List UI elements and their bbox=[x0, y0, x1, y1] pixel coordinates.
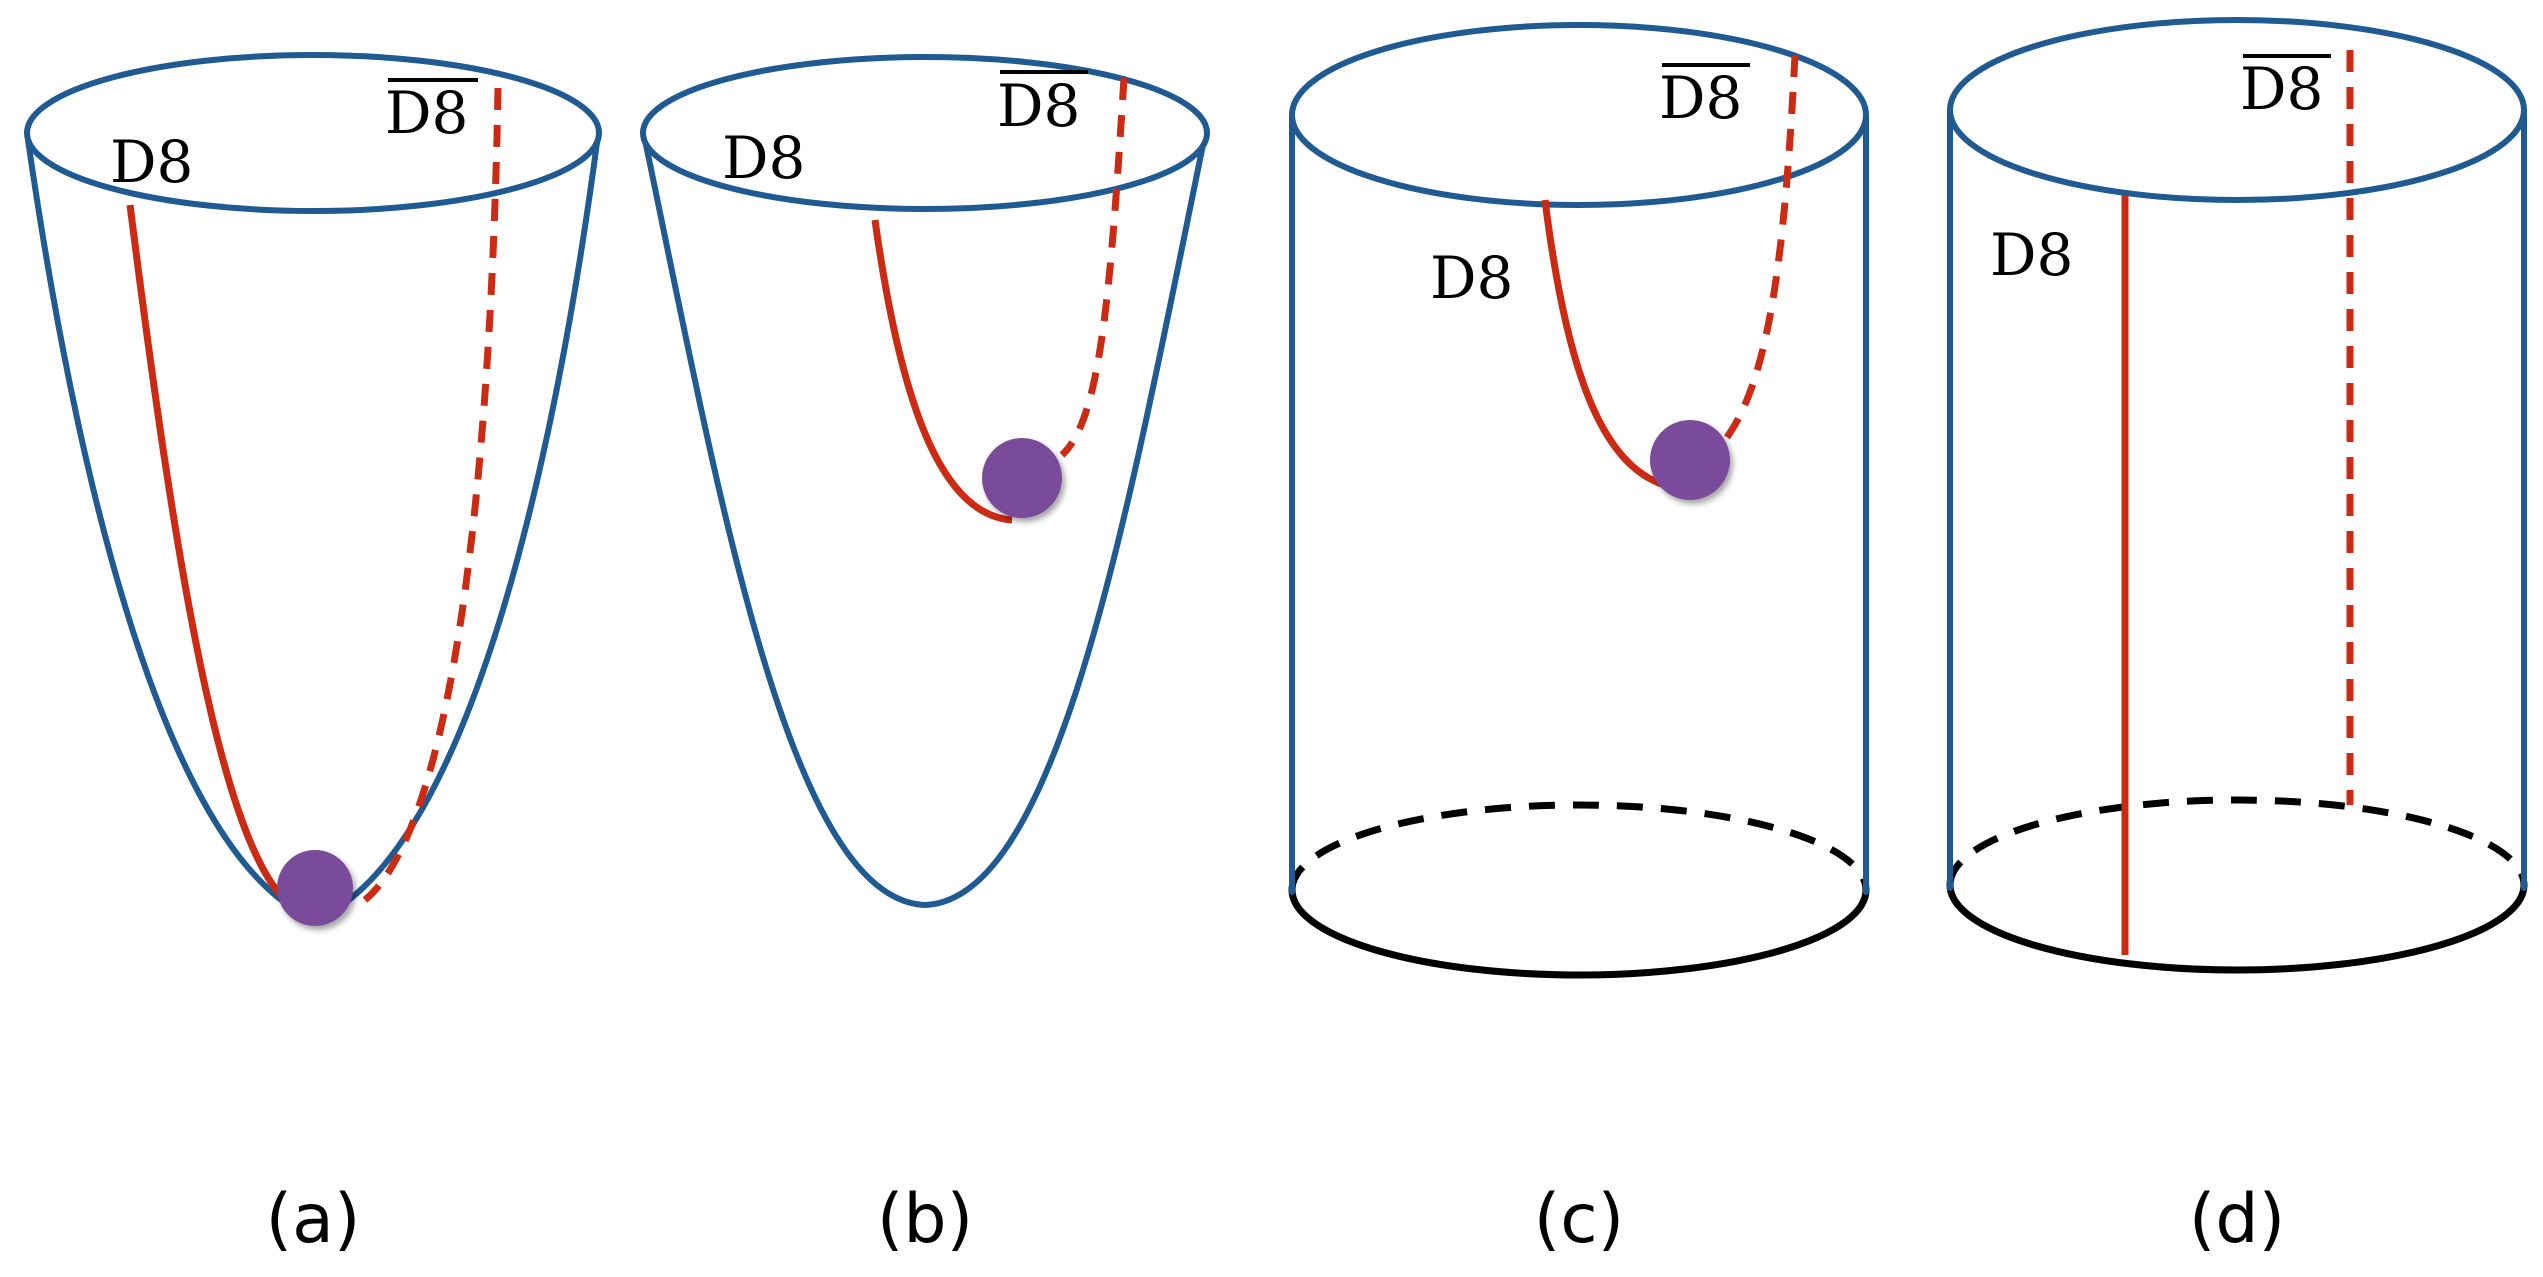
panel-c-d8-label: D8 bbox=[1430, 244, 1513, 312]
panel-b-caption: (b) bbox=[877, 1180, 973, 1259]
panel-b-anti-d8-label: D8 bbox=[997, 70, 1088, 140]
panel-d-base-front bbox=[1946, 884, 2528, 974]
panel-d-rim bbox=[1947, 17, 2527, 203]
panel-b-anti-d8-brane bbox=[1059, 77, 1128, 458]
panel-d: D8 D8 (d) bbox=[1946, 17, 2528, 1259]
panel-b-rim bbox=[640, 54, 1210, 212]
panel-c-blob bbox=[1650, 420, 1730, 500]
panel-d-caption: (d) bbox=[2189, 1180, 2285, 1259]
panel-a-anti-d8-brane bbox=[362, 87, 502, 903]
svg-text:D8: D8 bbox=[997, 72, 1080, 140]
panel-b-cup-outline bbox=[642, 132, 1208, 908]
panel-a-cup-outline bbox=[25, 132, 601, 923]
panel-d-d8-label: D8 bbox=[1990, 221, 2073, 289]
panel-a: D8 D8 (a) bbox=[24, 52, 602, 1259]
panel-c-base-front bbox=[1288, 889, 1870, 979]
panel-c-anti-d8-brane bbox=[1722, 54, 1799, 443]
panel-b: D8 D8 (b) bbox=[640, 54, 1210, 1259]
panel-a-blob bbox=[277, 850, 353, 926]
panel-b-blob bbox=[982, 438, 1062, 518]
panel-a-caption: (a) bbox=[266, 1180, 361, 1259]
panel-a-d8-label: D8 bbox=[110, 128, 193, 196]
panel-a-rim bbox=[24, 52, 602, 214]
svg-text:D8: D8 bbox=[2240, 55, 2323, 123]
panel-d-anti-d8-label: D8 bbox=[2240, 54, 2331, 123]
panel-c-rim bbox=[1289, 22, 1869, 208]
panel-c-d8-brane bbox=[1541, 199, 1681, 492]
panel-d-base-back bbox=[1946, 796, 2528, 886]
panel-c-anti-d8-label: D8 bbox=[1659, 63, 1750, 132]
panel-b-d8-brane bbox=[871, 219, 1013, 524]
svg-text:D8: D8 bbox=[385, 79, 468, 147]
panel-a-anti-d8-label: D8 bbox=[385, 78, 478, 147]
panel-c: D8 D8 (c) bbox=[1288, 22, 1870, 1259]
panel-c-base-back bbox=[1288, 801, 1870, 891]
panel-b-d8-label: D8 bbox=[722, 124, 805, 192]
svg-text:D8: D8 bbox=[1659, 64, 1742, 132]
panel-c-caption: (c) bbox=[1534, 1180, 1624, 1259]
panel-a-d8-brane bbox=[126, 204, 288, 903]
